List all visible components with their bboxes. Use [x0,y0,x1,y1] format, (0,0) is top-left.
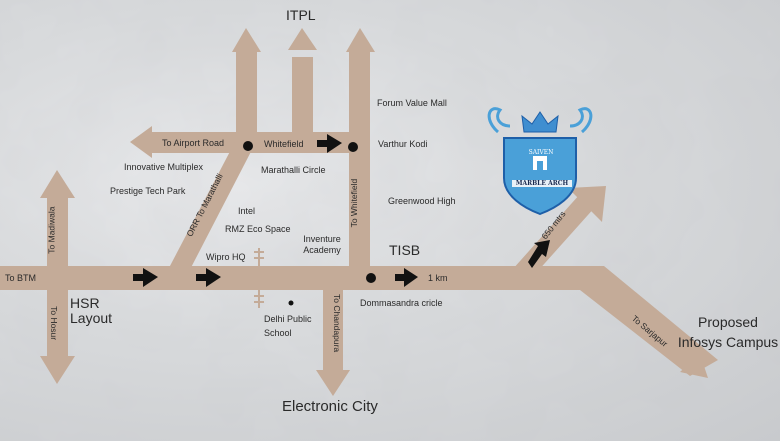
label-to-chandapura: To Chandapura [332,294,343,353]
label-proposed-infosys-campus: Proposed Infosys Campus [677,314,779,351]
label-dommasandra-circle: Dommasandra cricle [360,298,443,308]
label-innovative-multiplex: Innovative Multiplex [124,162,204,172]
itpl-arrow-2 [288,28,317,50]
label-prestige-tech-park: Prestige Tech Park [110,186,186,196]
label-to-whitefield: To Whitefield [349,178,360,228]
roads [0,28,718,396]
sarjapur-arrow [680,354,708,378]
label-to-airport-road: To Airport Road [162,138,225,148]
direction-arrows [133,134,550,287]
label-to-btm: To BTM [5,273,37,283]
label-one-km: 1 km [428,273,448,283]
label-delhi-public-school: Delhi Public School [264,314,312,339]
itpl-arrow-3 [346,28,375,52]
label-greenwood-high: Greenwood High [388,196,456,206]
logo-caption-text: MARBLE ARCH [512,180,572,187]
label-electronic-city: Electronic City [282,398,378,415]
label-forum-value-mall: Forum Value Mall [377,98,447,108]
arrow-right-icon [196,268,221,287]
tisb-junction-dot [366,273,376,283]
arrow-right-icon [133,268,158,287]
sarjapur-road [520,266,718,376]
shield-icon [503,137,577,216]
label-whitefield: Whitefield [264,139,304,149]
whitefield-road [150,132,370,153]
label-intel: Intel [238,206,256,216]
arrow-right-icon [317,134,342,153]
label-to-madiwala: To Madiwala [46,206,57,254]
itpl-west-road [236,50,257,140]
junction-dots [243,141,376,306]
marathalli-junction-dot [243,141,253,151]
varthur-junction-dot [348,142,358,152]
label-to-hosur: To Hosur [49,306,60,341]
connector-arrow [568,186,606,222]
main-road [0,266,520,290]
minor-roads [254,248,264,308]
label-hsr-layout: HSR Layout [70,295,113,326]
arrow-up-right-icon [528,240,550,268]
madiwala-arrow [40,170,75,198]
label-rmz-eco-space: RMZ Eco Space [225,224,291,234]
saiven-logo [487,107,593,216]
itpl-mid-road [292,57,313,137]
logo-brand-text: SAIVEN [528,149,554,156]
label-inventure-academy: Inventure Academy [303,234,341,255]
crown-icon [521,111,559,133]
chandapura-arrow [316,370,350,396]
hosur-madiwala-road [47,194,68,358]
hosur-arrow [40,356,75,384]
label-tisb: TISB [389,242,421,258]
logo-swirl-right [569,107,593,134]
dps-dot [288,300,294,306]
airport-arrow [130,126,152,158]
to-whitefield-road [349,50,370,275]
label-wipro-hq: Wipro HQ [206,252,246,262]
arrow-right-icon [395,268,418,287]
chandapura-road [323,290,343,370]
label-varthur-kodi: Varthur Kodi [378,139,428,149]
label-marathalli-circle: Marathalli Circle [261,165,326,175]
logo-swirl-left [487,107,511,134]
label-itpl: ITPL [286,7,316,23]
itpl-arrow-1 [232,28,261,52]
orr-road [160,140,257,285]
